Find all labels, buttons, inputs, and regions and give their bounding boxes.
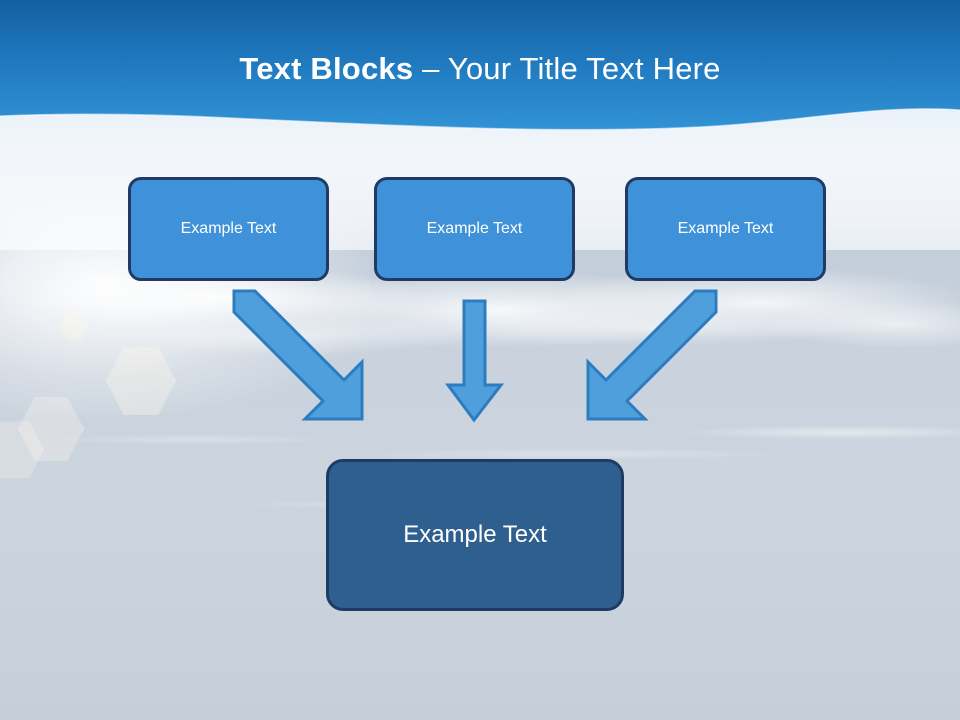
result-block-label: Example Text [403, 521, 547, 548]
lens-flare-hexagon [106, 347, 176, 415]
text-block-1-label: Example Text [180, 220, 277, 237]
slide-title: Text Blocks – Your Title Text Here [0, 50, 960, 88]
title-strong: Text Blocks [239, 51, 414, 86]
result-block[interactable]: Example Text [326, 459, 624, 611]
lens-flare-hexagon [60, 312, 88, 341]
background-wave-foam [0, 300, 960, 400]
title-separator: – [413, 51, 448, 86]
header-wave-highlight [0, 108, 960, 131]
text-block-3-label: Example Text [677, 220, 774, 237]
title-light: Your Title Text Here [447, 51, 721, 86]
arrow-right-diagonal [586, 289, 718, 421]
lens-flare-hexagon [0, 421, 44, 479]
text-block-3[interactable]: Example Text [625, 177, 826, 281]
header-banner [0, 0, 960, 131]
header-wave-shape [0, 0, 960, 130]
arrow-left-diagonal [232, 289, 364, 421]
lens-flare-hexagon [18, 397, 84, 461]
text-block-2[interactable]: Example Text [374, 177, 575, 281]
text-block-1[interactable]: Example Text [128, 177, 329, 281]
arrow-middle-vertical [445, 299, 505, 423]
text-block-2-label: Example Text [426, 220, 523, 237]
